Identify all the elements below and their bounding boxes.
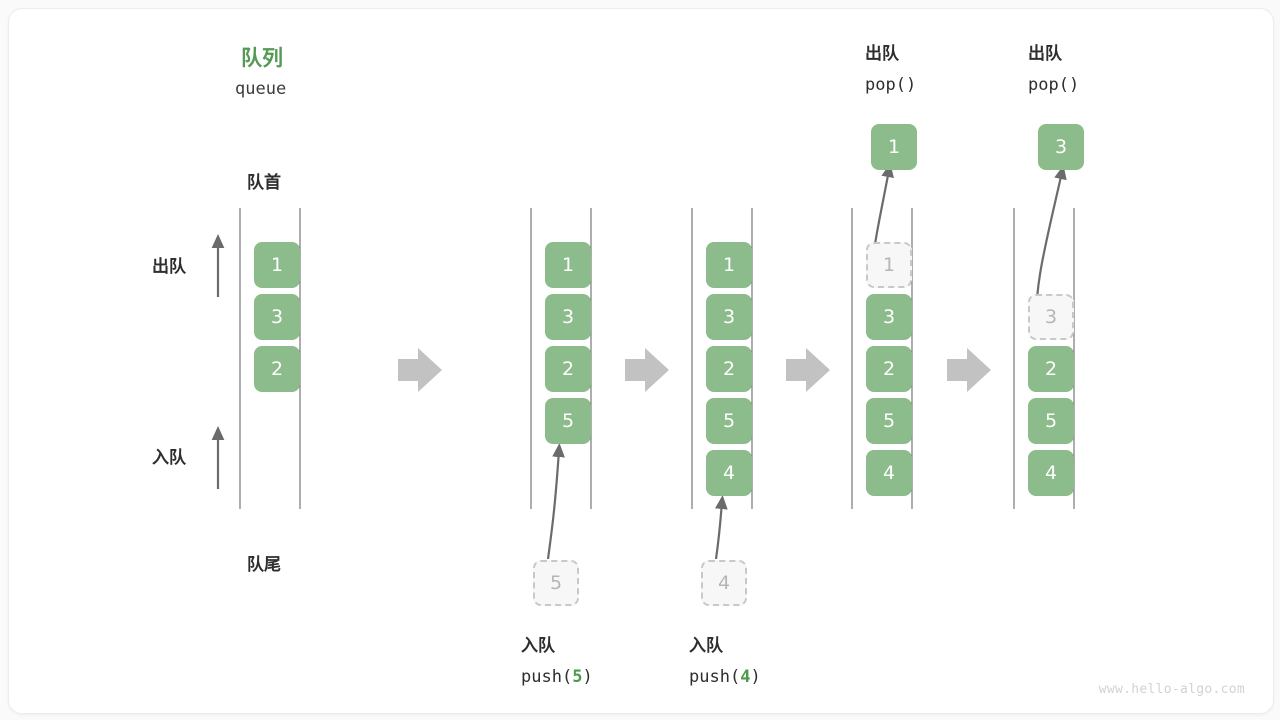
diagram-overlay <box>211 163 1075 560</box>
queue-cell: 2 <box>254 346 300 392</box>
transition-arrow-3 <box>786 348 830 392</box>
transition-arrow-4 <box>947 348 991 392</box>
outgoing-ghost-cell: 1 <box>866 242 912 288</box>
queue-cell: 1 <box>545 242 591 288</box>
incoming-ghost-cell: 4 <box>701 560 747 606</box>
rear-label: 队尾 <box>247 555 281 575</box>
queue-cell: 5 <box>866 398 912 444</box>
diagram-stage: 队列 queue 队首 队尾 出队 入队 1 3 2 1 3 2 5 5 入队 … <box>9 9 1273 713</box>
outgoing-ghost-cell: 3 <box>1028 294 1074 340</box>
enqueue-direction-label: 入队 <box>152 448 186 468</box>
popped-cell: 1 <box>871 124 917 170</box>
queue-cell: 1 <box>706 242 752 288</box>
push-code-suffix: ) <box>750 667 761 687</box>
queue-cell: 3 <box>706 294 752 340</box>
push-operation-label: 入队 <box>689 636 723 656</box>
push-code-prefix: push( <box>689 667 741 687</box>
push-operation-label: 入队 <box>521 636 555 656</box>
queue-cell: 4 <box>1028 450 1074 496</box>
queue-rails <box>239 208 1075 509</box>
pop-operation-code: pop() <box>1028 75 1080 95</box>
front-label: 队首 <box>247 173 281 193</box>
watermark: www.hello-algo.com <box>1098 682 1245 697</box>
push-code-value: 5 <box>572 667 583 687</box>
diagram-card: 队列 queue 队首 队尾 出队 入队 1 3 2 1 3 2 5 5 入队 … <box>8 8 1274 714</box>
queue-cell: 2 <box>706 346 752 392</box>
queue-cell: 5 <box>706 398 752 444</box>
push-operation-code: push(5) <box>521 667 593 687</box>
push-code-value: 4 <box>740 667 751 687</box>
queue-cell: 3 <box>254 294 300 340</box>
popped-cell: 3 <box>1038 124 1084 170</box>
queue-cell: 4 <box>866 450 912 496</box>
push-connectors <box>546 442 728 560</box>
page-title-cn: 队列 <box>241 46 283 70</box>
dequeue-direction-label: 出队 <box>152 257 186 277</box>
queue-cell: 5 <box>545 398 591 444</box>
pop-operation-code: pop() <box>865 75 917 95</box>
queue-cell: 2 <box>1028 346 1074 392</box>
push-code-suffix: ) <box>582 667 593 687</box>
page-title-en: queue <box>235 79 287 99</box>
push-operation-code: push(4) <box>689 667 761 687</box>
queue-cell: 3 <box>866 294 912 340</box>
queue-cell: 2 <box>866 346 912 392</box>
pop-operation-label: 出队 <box>1028 44 1062 64</box>
pop-operation-label: 出队 <box>865 44 899 64</box>
incoming-ghost-cell: 5 <box>533 560 579 606</box>
queue-cell: 2 <box>545 346 591 392</box>
queue-cell: 3 <box>545 294 591 340</box>
transition-arrow-2 <box>625 348 669 392</box>
queue-cell: 5 <box>1028 398 1074 444</box>
transition-arrow-1 <box>398 348 442 392</box>
push-code-prefix: push( <box>521 667 573 687</box>
queue-cell: 1 <box>254 242 300 288</box>
queue-cell: 4 <box>706 450 752 496</box>
